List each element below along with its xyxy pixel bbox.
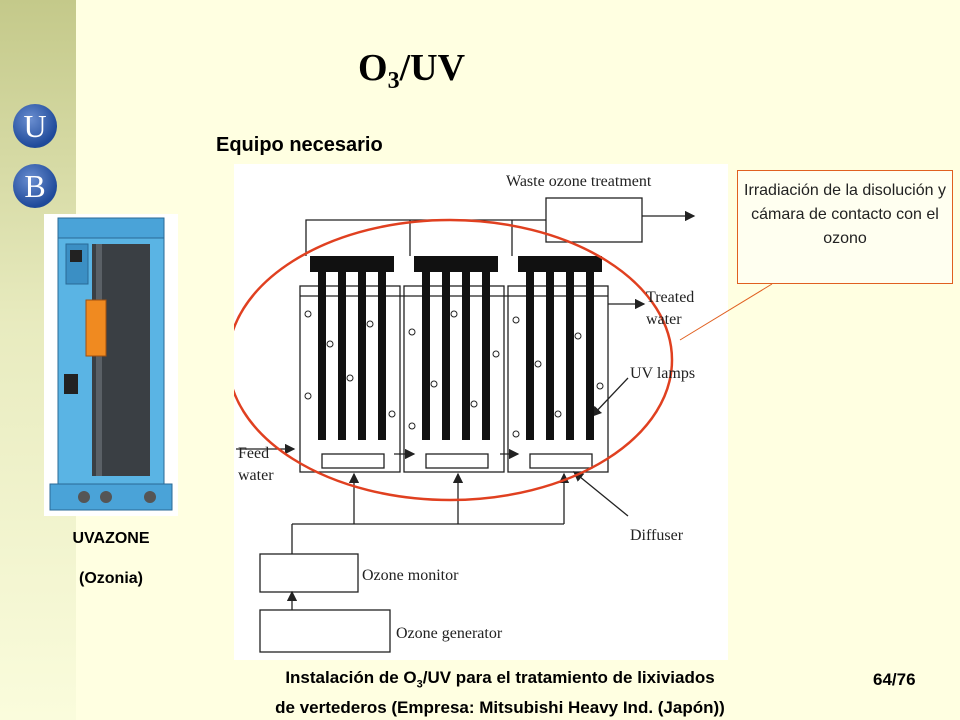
page-title: O3/UV bbox=[358, 46, 465, 95]
tank-1 bbox=[299, 285, 401, 473]
caption-line-1a: Instalación de O bbox=[285, 668, 417, 687]
lamp-head-3 bbox=[518, 256, 602, 272]
label-uv-lamps: UV lamps bbox=[630, 365, 695, 382]
equipment-name: UVAZONE bbox=[72, 530, 150, 547]
process-diagram: Waste ozone treatment Treated water UV l… bbox=[226, 164, 728, 660]
label-ozone-generator: Ozone generator bbox=[396, 625, 503, 642]
figure-caption: Instalación de O3/UV para el tratamiento… bbox=[190, 666, 810, 720]
title-o: O bbox=[358, 47, 388, 89]
tank-3 bbox=[507, 285, 609, 473]
diffuser-2 bbox=[425, 453, 489, 469]
diffuser-1 bbox=[321, 453, 385, 469]
caption-subscript: 3 bbox=[416, 678, 423, 691]
label-treated-1: Treated bbox=[646, 289, 694, 306]
uvazone-photo bbox=[44, 214, 178, 516]
tank-2 bbox=[403, 285, 505, 473]
label-waste-ozone: Waste ozone treatment bbox=[506, 173, 652, 190]
caption-line-2: de vertederos (Empresa: Mitsubishi Heavy… bbox=[275, 698, 725, 718]
section-subtitle: Equipo necesario bbox=[216, 134, 383, 156]
lamp-head-1 bbox=[310, 256, 394, 272]
equipment-maker: (Ozonia) bbox=[79, 570, 143, 587]
title-subscript: 3 bbox=[387, 68, 400, 94]
diffuser-3 bbox=[529, 453, 593, 469]
lamp-head-2 bbox=[414, 256, 498, 272]
label-feed-1: Feed bbox=[238, 445, 269, 462]
callout-box: Irradiación de la disolución y cámara de… bbox=[737, 170, 953, 284]
label-diffuser: Diffuser bbox=[630, 527, 684, 544]
logo-letter-u: U bbox=[13, 104, 57, 148]
logo-letter-b: B bbox=[13, 164, 57, 208]
page-number: 64/76 bbox=[873, 670, 916, 689]
label-treated-2: water bbox=[646, 311, 682, 328]
label-ozone-monitor: Ozone monitor bbox=[362, 567, 459, 584]
caption-line-1b: /UV para el tratamiento de lixiviados bbox=[422, 668, 715, 687]
title-rest: /UV bbox=[399, 47, 466, 89]
ozone-monitor-box bbox=[259, 553, 359, 593]
ozone-generator-box bbox=[259, 609, 391, 653]
label-feed-2: water bbox=[238, 467, 274, 484]
caption-line-1: Instalación de O3/UV para el tratamiento… bbox=[190, 666, 810, 696]
